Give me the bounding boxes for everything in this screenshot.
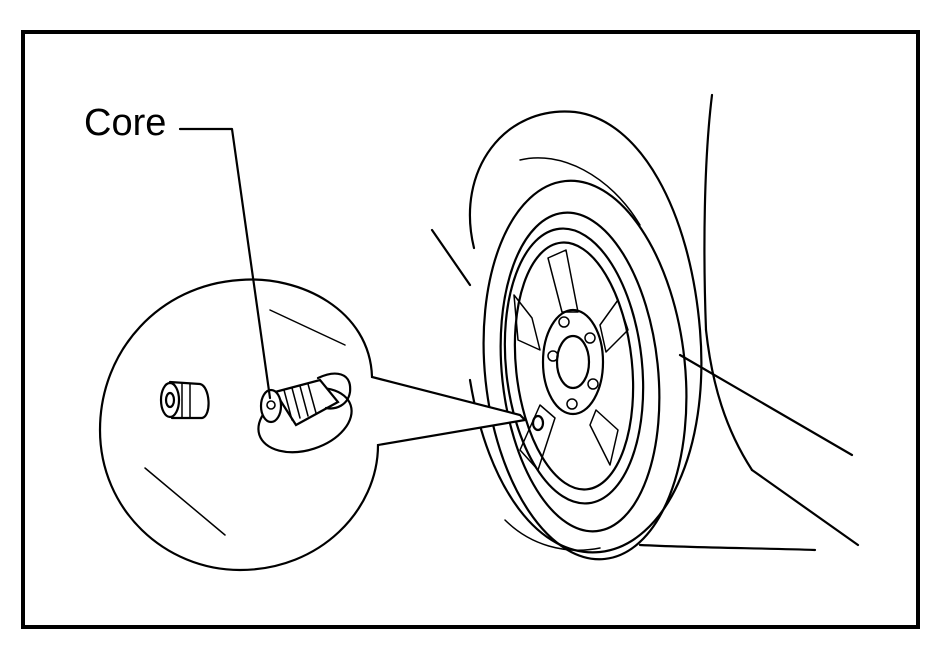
core-leader-line	[178, 127, 272, 400]
magnifier-callout-icon	[98, 278, 528, 572]
core-label: Core	[84, 102, 167, 144]
tire-icon	[468, 110, 703, 561]
fender-icon	[430, 93, 860, 552]
figure-frame	[21, 30, 920, 629]
valve-cap-icon	[159, 380, 210, 420]
wheel-icon	[503, 227, 645, 505]
valve-stem-icon	[257, 372, 353, 454]
valve-core	[266, 400, 276, 410]
